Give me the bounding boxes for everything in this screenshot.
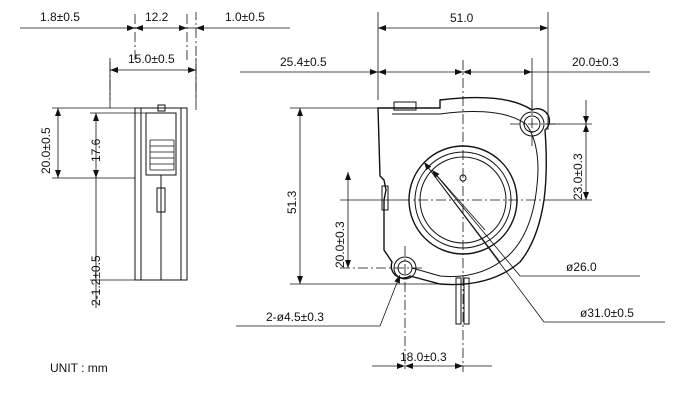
side-hub <box>145 112 177 176</box>
dim-height-left: 20.0±0.5 <box>39 127 53 174</box>
dim-hole-to-center: 20.0±0.3 <box>333 221 347 268</box>
front-view: 51.0 25.4±0.5 20.0±0.3 51.3 20.0±0.3 23.… <box>236 11 665 372</box>
dim-lead-offset: 2-1.2±0.5 <box>89 255 103 306</box>
side-clip <box>381 185 389 211</box>
dim-right-to-center: 20.0±0.3 <box>572 55 619 69</box>
dim-hub-diameter: ø26.0 <box>566 260 597 274</box>
dim-top-left: 1.8±0.5 <box>40 10 80 24</box>
dim-inner-height: 17.6 <box>89 138 103 162</box>
side-view: 1.8±0.5 12.2 1.0±0.5 15.0±0.5 20.0±0.5 1… <box>20 10 290 308</box>
housing-inner-scroll <box>392 111 539 278</box>
dim-hole-diameter: 2-ø4.5±0.3 <box>266 310 324 324</box>
dim-left-to-center: 25.4±0.5 <box>280 55 327 69</box>
dim-top-hole-to-center: 23.0±0.3 <box>571 153 585 200</box>
lead-2 <box>463 277 470 325</box>
dim-side-width: 15.0±0.5 <box>128 52 175 66</box>
dim-overall-width: 51.0 <box>450 11 474 25</box>
side-windings <box>149 139 175 171</box>
side-lead-pin <box>156 187 166 213</box>
dim-overall-height: 51.3 <box>285 190 299 214</box>
lead-1 <box>455 277 462 325</box>
dim-bottom-hole-offset: 18.0±0.3 <box>400 350 447 364</box>
unit-label: UNIT : mm <box>50 361 108 375</box>
top-tab <box>393 101 417 111</box>
dim-top-mid: 12.2 <box>145 10 169 24</box>
dim-housing-diameter: ø31.0±0.5 <box>580 306 634 320</box>
dim-top-right: 1.0±0.5 <box>225 10 265 24</box>
